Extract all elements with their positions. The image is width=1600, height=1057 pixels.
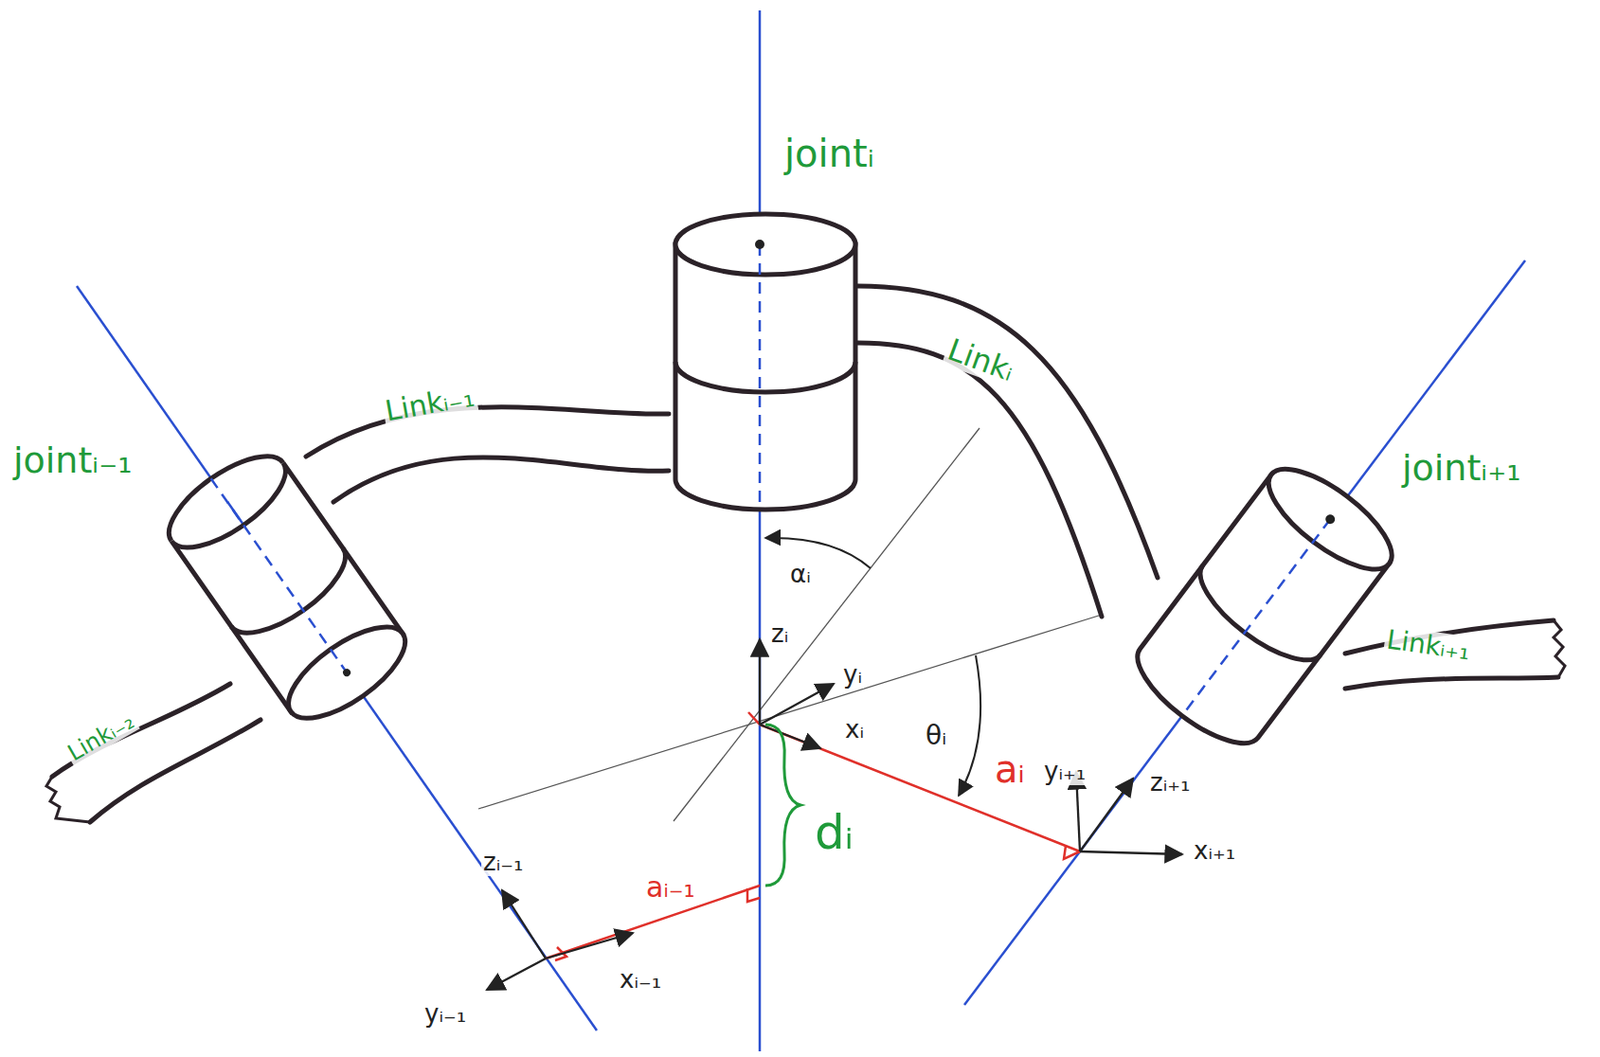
axis-label: zᵢ₋₁ xyxy=(481,848,525,877)
axis-label: zᵢ xyxy=(769,620,791,648)
axis-label: zᵢ₊₁ xyxy=(1148,769,1192,797)
link-name: Linkᵢ₋₂ xyxy=(61,707,140,768)
link-offset: dᵢ xyxy=(812,807,856,860)
joint-cylinder xyxy=(1122,451,1406,760)
axis-label: yᵢ₊₁ xyxy=(1042,757,1088,786)
joint-axes xyxy=(76,10,1526,1052)
axis-label: xᵢ xyxy=(843,716,866,744)
link-length: aᵢ xyxy=(992,748,1027,791)
link-length: aᵢ₋₁ xyxy=(644,871,698,903)
angle-arcs xyxy=(765,538,981,796)
axis-label: yᵢ₋₁ xyxy=(422,1000,468,1028)
link-name: Linkᵢ₋₁ xyxy=(380,379,479,428)
joint-angle: θᵢ xyxy=(923,721,949,752)
joint-cylinder xyxy=(675,214,856,510)
joint-name: jointᵢ₊₁ xyxy=(1400,449,1523,489)
coordinate-frames xyxy=(486,639,1183,990)
axis-label: yᵢ xyxy=(841,661,864,689)
offset-brace xyxy=(765,724,801,886)
axis-label: xᵢ₋₁ xyxy=(617,966,664,994)
link-lengths xyxy=(545,712,1080,961)
twist-angle: αᵢ xyxy=(788,560,813,589)
joint-name: jointᵢ xyxy=(782,132,877,175)
joint-cylinder xyxy=(155,439,420,736)
joint-name: jointᵢ₋₁ xyxy=(11,441,134,482)
axis-label: xᵢ₊₁ xyxy=(1191,837,1238,865)
